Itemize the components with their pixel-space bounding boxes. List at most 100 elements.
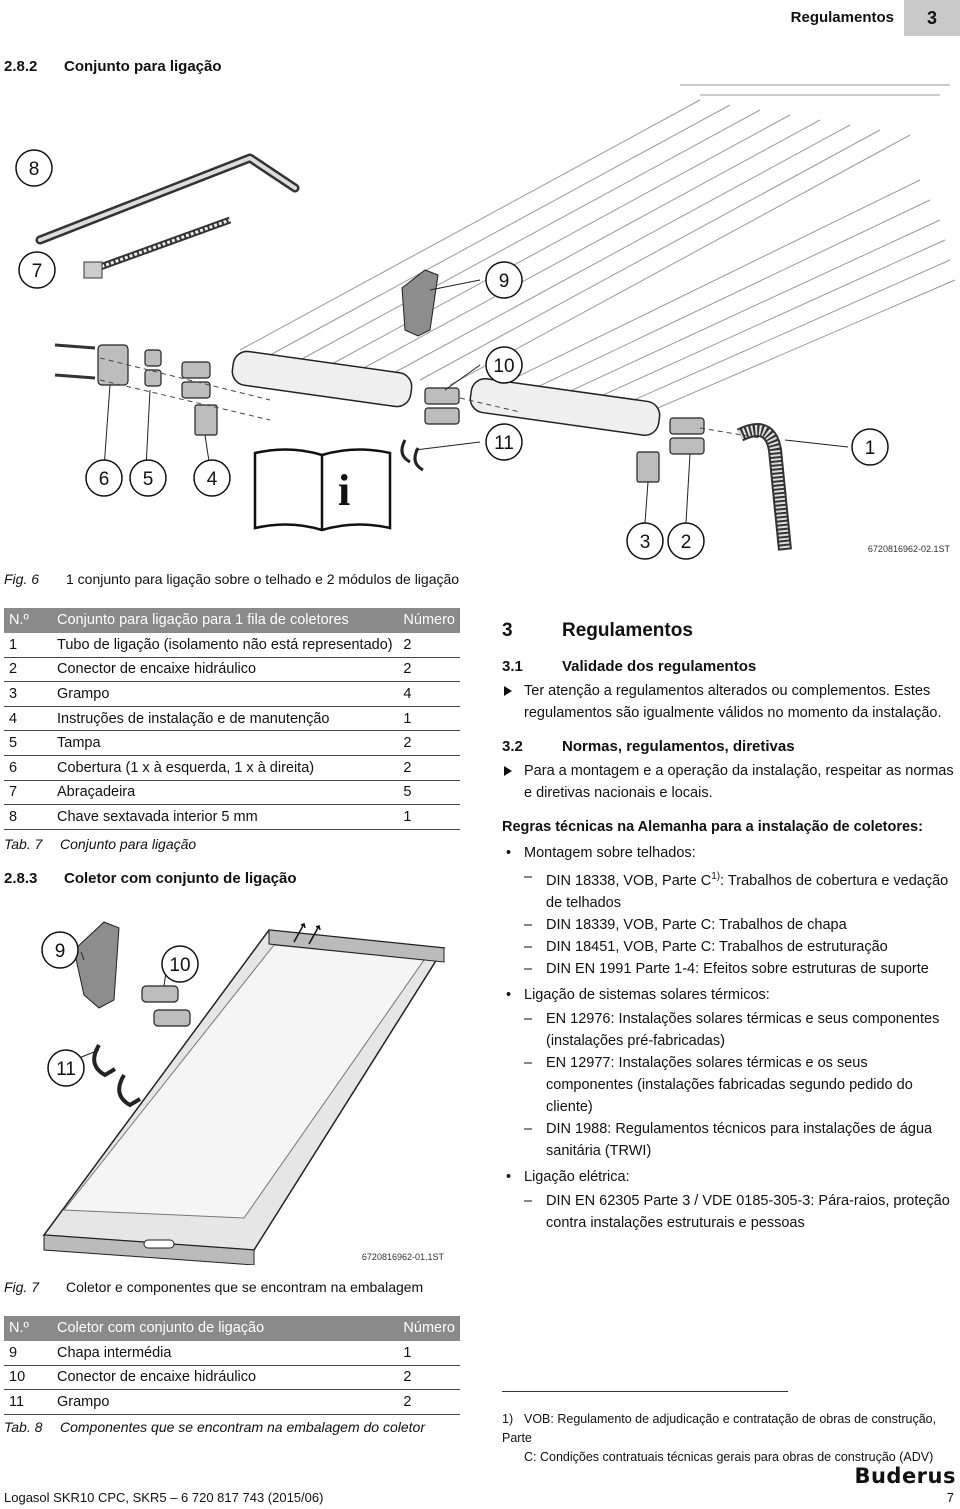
table-caption-text: Conjunto para ligação bbox=[60, 836, 197, 852]
cell-count: 4 bbox=[398, 681, 460, 707]
list-item: •Montagem sobre telhados: –DIN 18338, VO… bbox=[502, 842, 954, 980]
chapter-number: 3 bbox=[502, 620, 513, 641]
fig6-code: 6720816962-02.1ST bbox=[868, 544, 951, 554]
fig6-callout-3: 3 bbox=[640, 532, 651, 553]
rules-title: Regras técnicas na Alemanha para a insta… bbox=[502, 819, 923, 835]
cell-count: 2 bbox=[398, 730, 460, 757]
figure-caption-text: Coletor e componentes que se encontram n… bbox=[66, 1279, 424, 1295]
figure-7-illustration: 9 10 11 6720816962-01.1ST bbox=[4, 900, 460, 1266]
table-7: N.º Conjunto para ligação para 1 fila de… bbox=[4, 608, 460, 830]
figure-7-drawing: 9 10 11 6720816962-01.1ST bbox=[41, 921, 446, 1266]
sub-list-item: –DIN 18338, VOB, Parte C1): Trabalhos de… bbox=[524, 869, 949, 911]
svg-text:i: i bbox=[338, 466, 350, 515]
cell-item: Conector de encaixe hidráulico bbox=[52, 657, 399, 683]
cell-item: Grampo bbox=[52, 1389, 399, 1415]
footnote-mark: 1) bbox=[502, 1412, 514, 1426]
cell-no: 10 bbox=[4, 1365, 52, 1391]
cell-no: 9 bbox=[4, 1340, 52, 1366]
section-number: 2.8.2 bbox=[4, 58, 38, 75]
fig6-callout-10: 10 bbox=[493, 356, 514, 377]
section-title: Coletor com conjunto de ligação bbox=[64, 870, 297, 887]
cell-count: 2 bbox=[398, 755, 460, 781]
step-text: Ter atenção a regulamentos alterados ou … bbox=[524, 683, 942, 721]
fig6-callout-5: 5 bbox=[143, 469, 154, 490]
table-8: N.º Coletor com conjunto de ligação Núme… bbox=[4, 1316, 460, 1415]
cell-no: 7 bbox=[4, 780, 52, 806]
section-title: Validade dos regulamentos bbox=[562, 658, 757, 675]
cell-no: 4 bbox=[4, 706, 52, 732]
fig6-callout-1: 1 bbox=[865, 438, 876, 459]
footer-doc-info: Logasol SKR10 CPC, SKR5 – 6 720 817 743 … bbox=[4, 1490, 324, 1505]
step-arrow-icon bbox=[504, 766, 512, 776]
cell-no: 6 bbox=[4, 755, 52, 781]
section-number: 2.8.3 bbox=[4, 870, 38, 887]
sub-list-item: –EN 12977: Instalações solares térmicas … bbox=[524, 1054, 913, 1115]
figure-7-caption: Fig. 7 Coletor e componentes que se encon… bbox=[4, 1279, 423, 1295]
col-header-count: Número bbox=[398, 608, 460, 633]
fig6-callout-11: 11 bbox=[494, 433, 514, 454]
footnote-line: C: Condições contratuais técnicas gerais… bbox=[524, 1450, 934, 1464]
page-number: 7 bbox=[946, 1490, 954, 1505]
list-item: •Ligação de sistemas solares térmicos: –… bbox=[502, 984, 954, 1162]
cell-no: 1 bbox=[4, 632, 52, 658]
list-item-text: Ligação elétrica: bbox=[524, 1168, 630, 1185]
cell-count: 1 bbox=[398, 804, 460, 830]
cell-item: Tampa bbox=[52, 730, 399, 757]
fig6-callout-9: 9 bbox=[499, 271, 510, 292]
cell-no: 5 bbox=[4, 730, 52, 757]
figure-label: Fig. 7 bbox=[4, 1279, 40, 1295]
section-number: 3.1 bbox=[502, 658, 523, 675]
instruction-step: Ter atenção a regulamentos alterados ou … bbox=[502, 680, 954, 724]
cell-count: 1 bbox=[398, 1340, 460, 1366]
step-arrow-icon bbox=[504, 686, 512, 696]
col-header-item: Coletor com conjunto de ligação bbox=[52, 1316, 399, 1341]
fig7-callout-11: 11 bbox=[56, 1059, 76, 1080]
cell-item: Instruções de instalação e de manutenção bbox=[52, 706, 399, 732]
table-8-caption: Tab. 8 Componentes que se encontram na em… bbox=[4, 1419, 425, 1435]
table-label: Tab. 8 bbox=[4, 1419, 43, 1435]
fig6-callout-7: 7 bbox=[32, 261, 43, 282]
sub-list-item: –DIN EN 62305 Parte 3 / VDE 0185-305-3: … bbox=[524, 1192, 950, 1231]
list-item-text: Montagem sobre telhados: bbox=[524, 845, 696, 861]
chapter-tab: 3 bbox=[904, 0, 960, 36]
cell-no: 3 bbox=[4, 681, 52, 707]
cell-count: 5 bbox=[398, 780, 460, 806]
footnote-ref: 1) bbox=[711, 871, 721, 882]
cell-item: Chave sextavada interior 5 mm bbox=[52, 804, 399, 830]
figure-6-illustration: i 8 7 9 10 11 1 6 5 4 3 2 6720816962-02.… bbox=[0, 80, 960, 565]
cell-count: 2 bbox=[398, 1365, 460, 1391]
fig6-callout-8: 8 bbox=[29, 159, 40, 180]
fig7-callout-10: 10 bbox=[169, 955, 190, 976]
figure-label: Fig. 6 bbox=[4, 571, 40, 587]
cell-no: 11 bbox=[4, 1389, 52, 1415]
list-item: •Ligação elétrica: –DIN EN 62305 Parte 3… bbox=[502, 1166, 954, 1234]
fig7-code: 6720816962-01.1ST bbox=[362, 1252, 445, 1262]
footnote-line: VOB: Regulamento de adjudicação e contra… bbox=[502, 1412, 937, 1445]
brand-logo: Buderus bbox=[854, 1464, 956, 1488]
list-item-text: Ligação de sistemas solares térmicos: bbox=[524, 986, 770, 1003]
sub-list-item: –EN 12976: Instalações solares térmicas … bbox=[524, 1010, 940, 1049]
cell-count: 2 bbox=[398, 657, 460, 683]
table-caption-text: Componentes que se encontram na embalage… bbox=[60, 1419, 425, 1435]
table-header-row: N.º Coletor com conjunto de ligação Núme… bbox=[4, 1316, 460, 1341]
chapter-3-column: 3 Regulamentos 3.1 Validade dos regulament… bbox=[502, 620, 954, 1238]
cell-item: Abraçadeira bbox=[52, 780, 399, 806]
instruction-step: Para a montagem e a operação da instalaç… bbox=[502, 760, 954, 804]
cell-item: Cobertura (1 x à esquerda, 1 x à direita… bbox=[52, 755, 399, 781]
chapter-title: Regulamentos bbox=[562, 620, 693, 641]
table-header-row: N.º Conjunto para ligação para 1 fila de… bbox=[4, 608, 460, 633]
